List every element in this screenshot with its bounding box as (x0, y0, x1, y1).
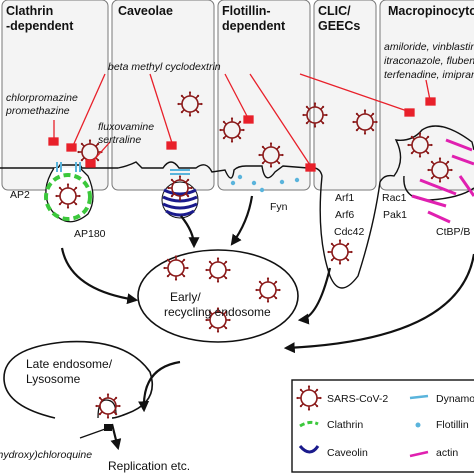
label-ctbp: CtBP/B (436, 226, 470, 238)
title-macro: Macropinocyto- (388, 4, 474, 18)
panel-caveolae (111, 0, 215, 191)
pathway-arrows (60, 195, 474, 451)
early-endosome-label-2: recycling endosome (164, 305, 271, 319)
inhibitor-hcq: (hydroxy)chloroquine (0, 449, 92, 461)
label-fyn: Fyn (270, 201, 288, 213)
virus (326, 238, 354, 266)
label-arf1: Arf1 (335, 192, 354, 204)
inhibitor-macro-3: terfenadine, imipramine (384, 69, 474, 81)
caveolae-vesicle (161, 169, 199, 219)
inhibitor-beta-cyclodextrin: beta methyl cyclodextrin (108, 61, 221, 73)
legend-caveolin: Caveolin (327, 447, 368, 459)
title-clathrin-2: -dependent (6, 19, 74, 33)
inhibitor-chlorpromazine: chlorpromazine (6, 92, 78, 104)
panel-clic (313, 0, 377, 191)
clathrin-coated-pit (44, 162, 94, 223)
title-caveolae: Caveolae (118, 4, 173, 18)
inhibitor-macro-2: itraconazole, flubendazo (384, 55, 474, 67)
late-endosome-label-2: Lysosome (26, 372, 81, 386)
title-flotillin-2: dependent (222, 19, 286, 33)
legend-actin: actin (436, 447, 458, 459)
legend-flotillin: Flotillin (436, 419, 469, 431)
inhibitor-sertraline: sertraline (98, 134, 141, 146)
legend-actin-icon (409, 450, 429, 458)
title-clic-1: CLIC/ (318, 4, 351, 18)
label-arf6: Arf6 (335, 209, 354, 221)
inhibitor-macro-1: amiloride, vinblastine, (384, 41, 474, 53)
inhibitor-fluxovamine: fluxovamine (98, 121, 154, 133)
late-endosome-label-1: Late endosome/ (26, 357, 113, 371)
inhibitor-promethazine: promethazine (5, 105, 70, 117)
legend-clathrin: Clathrin (327, 419, 363, 431)
inhibitor-lines (48, 73, 436, 172)
label-rac1: Rac1 (382, 192, 407, 204)
label-ap180: AP180 (74, 228, 106, 240)
early-endosome-label-1: Early/ (170, 290, 201, 304)
label-cdc42: Cdc42 (334, 226, 365, 238)
panel-macropinocytosis (379, 0, 474, 191)
legend-sars: SARS-CoV-2 (327, 393, 388, 405)
plasma-membrane (0, 125, 474, 289)
legend-clathrin-icon (299, 420, 319, 428)
early-endosome: Early/ recycling endosome (137, 249, 299, 343)
label-pak1: Pak1 (383, 209, 407, 221)
legend-dynamin-icon (409, 394, 429, 400)
late-endosome: Late endosome/ Lysosome (3, 340, 154, 420)
legend-dynamin: Dynamo (436, 393, 474, 405)
title-clathrin-1: Clathrin (6, 4, 53, 18)
actin-filaments (411, 138, 474, 224)
legend: SARS-CoV-2 Clathrin Caveolin Dynamo Flot… (291, 379, 474, 473)
title-flotillin-1: Flotillin- (222, 4, 271, 18)
label-ap2: AP2 (10, 189, 30, 201)
legend-flotillin-icon (415, 422, 421, 428)
title-clic-2: GEECs (318, 19, 360, 33)
replication-label: Replication etc. (108, 459, 190, 473)
hcq-inhibitor: (hydroxy)chloroquine (0, 424, 112, 461)
legend-caveolin-icon (298, 444, 320, 454)
flotillin-pit (230, 141, 300, 193)
